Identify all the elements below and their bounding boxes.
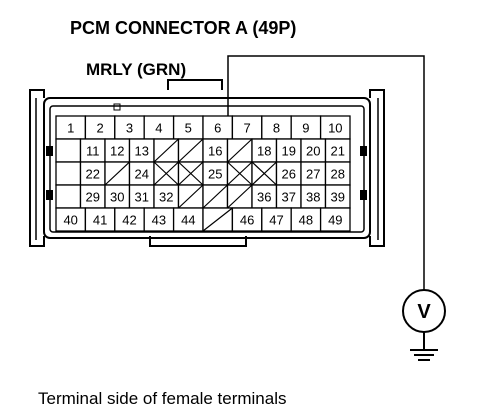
blocked-cavity-mark (153, 161, 179, 186)
pin-label: 37 (282, 190, 296, 205)
pin-label: 19 (282, 144, 296, 159)
pin-label: 12 (110, 144, 124, 159)
pin-label: 9 (302, 121, 309, 136)
ground-symbol-icon (410, 332, 438, 361)
pin-label: 8 (273, 121, 280, 136)
pin-label: 1 (67, 121, 74, 136)
top-notch (113, 103, 121, 111)
left-key-mark-2 (46, 190, 53, 200)
blocked-cavity-mark (202, 184, 228, 209)
pin-label: 30 (110, 190, 124, 205)
pin-cell-blank (55, 184, 82, 209)
pin-label: 46 (240, 213, 254, 228)
right-clip (369, 89, 385, 247)
pin-label: 11 (86, 144, 100, 159)
pin-label: 49 (328, 213, 342, 228)
blocked-cavity-mark (202, 207, 233, 232)
blocked-cavity-mark (104, 161, 130, 186)
pin-label: 5 (185, 121, 192, 136)
connector-body (43, 97, 371, 239)
right-key-mark (360, 146, 367, 156)
probe-wire (227, 55, 425, 290)
pin-label: 13 (135, 144, 149, 159)
pin-label: 42 (122, 213, 136, 228)
pin-label: 6 (214, 121, 221, 136)
pin-label: 40 (63, 213, 77, 228)
connector-title: PCM CONNECTOR A (49P) (70, 18, 296, 38)
pin-label: 31 (135, 190, 149, 205)
blocked-cavity-mark (251, 161, 277, 186)
pin-label: 44 (181, 213, 195, 228)
bottom-tab (149, 236, 247, 247)
blocked-cavity-mark (178, 184, 204, 209)
pin-label: 25 (208, 167, 222, 182)
pin-label: 24 (135, 167, 149, 182)
caption: Terminal side of female terminals (38, 389, 286, 408)
blocked-cavity-mark (178, 138, 204, 163)
pin-label: 41 (93, 213, 107, 228)
voltmeter-icon: V (402, 289, 446, 333)
pin-label: 16 (208, 144, 222, 159)
pin-label: 32 (159, 190, 173, 205)
pin-label: 7 (243, 121, 250, 136)
pin-label: 3 (126, 121, 133, 136)
wire-label: MRLY (GRN) (86, 60, 186, 79)
pin-label: 36 (257, 190, 271, 205)
pin-label: 18 (257, 144, 271, 159)
blocked-cavity-mark (227, 161, 253, 186)
connector-housing (29, 79, 385, 247)
pin-label: 47 (269, 213, 283, 228)
pin-label: 20 (306, 144, 320, 159)
pin-label: 21 (331, 144, 345, 159)
pin-cell-49 (319, 207, 351, 232)
pin-label: 2 (96, 121, 103, 136)
left-clip (29, 89, 45, 247)
top-latch (167, 79, 223, 90)
pin-label: 22 (86, 167, 100, 182)
left-key-mark (46, 146, 53, 156)
right-key-mark-2 (360, 190, 367, 200)
pin-label: 38 (306, 190, 320, 205)
blocked-cavity-mark (227, 184, 253, 209)
pin-cell-blank (55, 161, 82, 186)
pin-label: 29 (86, 190, 100, 205)
pin-label: 48 (299, 213, 313, 228)
connector-face (49, 105, 365, 233)
pin-label: 27 (306, 167, 320, 182)
pin-cell-blank (55, 138, 82, 163)
pin-label: 26 (282, 167, 296, 182)
pin-label: 4 (155, 121, 162, 136)
pin-label: 39 (331, 190, 345, 205)
pin-label: 10 (328, 121, 342, 136)
voltmeter-symbol: V (417, 301, 431, 323)
pin-label: 43 (152, 213, 166, 228)
blocked-cavity-mark (153, 138, 179, 163)
pin-label: 28 (331, 167, 345, 182)
blocked-cavity-mark (227, 138, 253, 163)
blocked-cavity-mark (178, 161, 204, 186)
